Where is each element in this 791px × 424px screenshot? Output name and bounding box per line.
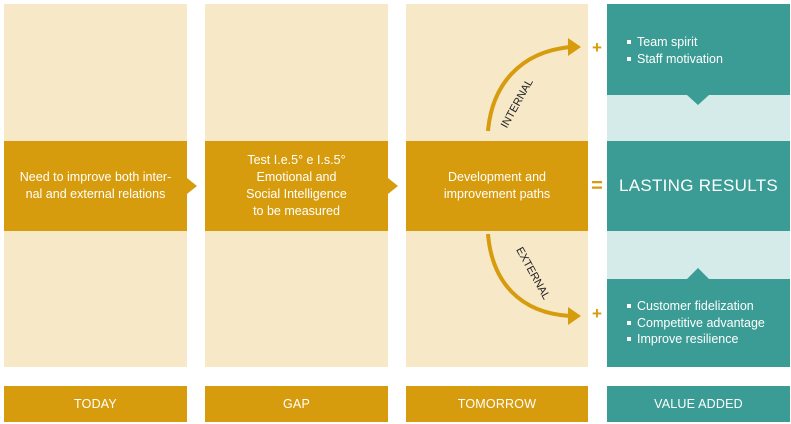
today-box: Need to improve both inter- nal and exte… [4,141,187,231]
gap-box: Test I.e.5° e I.s.5° Emotional and Socia… [205,141,388,231]
tomorrow-text: Development and improvement paths [443,170,551,201]
gap-pointer [388,178,398,194]
footer-tomorrow: TOMORROW [406,386,588,422]
footer-tomorrow-label: TOMORROW [457,397,537,411]
list-item: Competitive advantage [627,315,790,332]
today-pointer [187,178,197,194]
list-item: Team spirit [627,34,790,51]
internal-benefits-list: Team spirit Staff motivation [627,34,790,67]
external-benefits-box: Customer fidelization Competitive advant… [607,279,790,367]
list-item: Improve resilience [627,331,790,348]
internal-benefits-box: Team spirit Staff motivation [607,4,790,95]
internal-arrow [486,45,571,132]
footer-today: TODAY [4,386,187,422]
internal-arrowhead [568,38,581,56]
today-text: Need to improve both inter- nal and exte… [19,170,172,201]
footer-value-added-label: VALUE ADDED [654,397,743,411]
equals-sign: = [591,174,603,197]
external-arrowhead [568,307,581,325]
plus-internal: + [592,38,602,57]
external-label: EXTERNAL [513,245,552,302]
gap-text: Test I.e.5° e I.s.5° Emotional and Socia… [246,153,347,218]
footer-gap-label: GAP [283,397,310,411]
footer-today-label: TODAY [74,397,117,411]
footer-gap: GAP [205,386,388,422]
footer-value-added: VALUE ADDED [607,386,790,422]
external-arrow [486,233,571,318]
tomorrow-box: Development and improvement paths [406,141,588,231]
lasting-results-text: LASTING RESULTS [618,176,779,195]
plus-external: + [592,304,602,323]
external-benefits-list: Customer fidelization Competitive advant… [627,298,790,348]
internal-notch [687,95,709,105]
lasting-results-box: LASTING RESULTS [607,141,790,231]
external-notch [687,268,709,279]
list-item: Staff motivation [627,51,790,68]
list-item: Customer fidelization [627,298,790,315]
